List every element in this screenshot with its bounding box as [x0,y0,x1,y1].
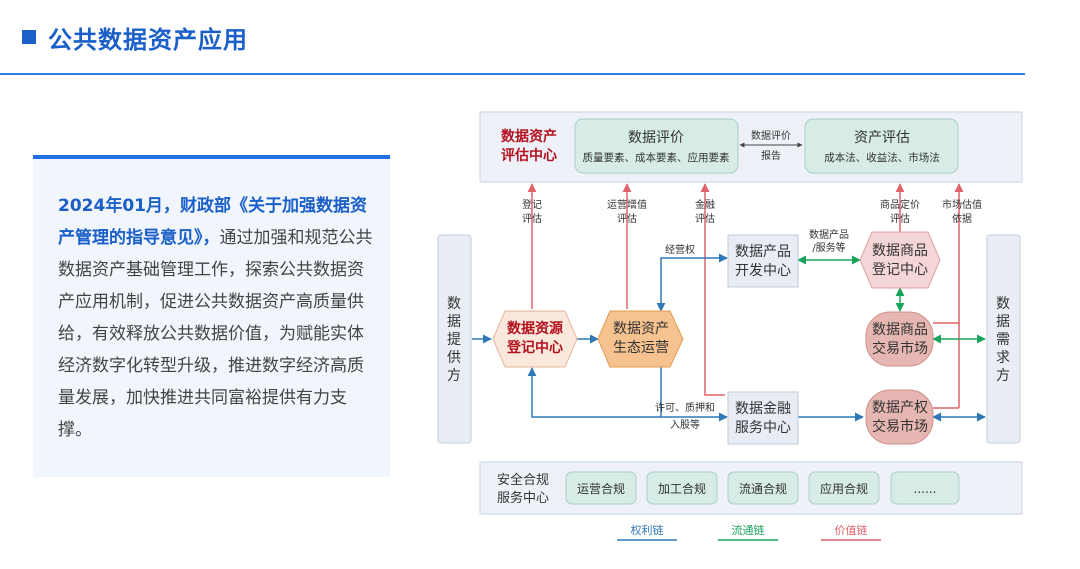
quality-eval-title: 数据评价 [628,130,684,146]
product-dev-node: 数据产品 开发中心 [727,234,799,288]
ecosystem-node: 数据资产 生态运营 [597,310,684,368]
ecosystem-label-2: 生态运营 [613,340,669,356]
compliance-title-1: 安全合规 [497,472,549,488]
pricing-eval-label-2: 评估 [890,212,910,225]
registry-label-1: 数据资源 [507,320,563,337]
goods-market-node: 数据商品 交易市场 [865,311,934,367]
property-market-label-1: 数据产权 [872,400,928,416]
eval-center-title-1: 数据资产 [501,128,557,145]
supply-char-5: 方 [447,368,461,384]
data-asset-diagram: 数据资产 评估中心 数据评价 质量要素、成本要素、应用要素 数据评价 报告 资产… [435,105,1028,547]
fin-eval-label-2: 评估 [695,212,715,225]
license-arrow [527,367,728,422]
operating-right-arrow [656,253,728,312]
license-label-1: 许可、质押和 [655,401,715,414]
compliance-item-box-4 [808,471,880,505]
goods-reg-label-2: 登记中心 [872,262,928,278]
goods-market-label-2: 交易市场 [872,340,928,357]
supply-char-2: 据 [447,314,461,330]
demand-char-1: 数 [996,296,1010,312]
finance-label-2: 服务中心 [735,420,791,436]
demand-char-2: 据 [996,314,1010,330]
goods-reg-label-1: 数据商品 [872,243,928,259]
demand-char-5: 方 [996,368,1010,384]
goods-market-label-1: 数据商品 [872,322,928,338]
compliance-item-box-3 [727,471,799,505]
ops-eval-label-1: 运营增值 [607,198,647,211]
compliance-item-4: 应用合规 [820,481,868,496]
market-basis-label-2: 依据 [952,212,972,225]
pricing-eval-label-1: 商品定价 [880,198,920,211]
page-title: 公共数据资产应用 [48,26,248,54]
register-eval-label-2: 评估 [522,212,542,225]
policy-paragraph: 2024年01月，财政部《关于加强数据资产管理的指导意见》，通过加强和规范公共数… [58,190,373,446]
registry-node: 数据资源 登记中心 [492,310,578,368]
property-market-label-2: 交易市场 [872,418,928,435]
asset-eval-node: 资产评估 成本法、收益法、市场法 [804,118,959,174]
compliance-item-5: ...... [914,482,937,496]
supply-char-3: 提 [447,332,461,348]
title-marker [22,30,36,44]
quality-eval-node: 数据评价 质量要素、成本要素、应用要素 [574,118,739,174]
finance-label-1: 数据金融 [735,401,791,417]
report-label-1: 数据评价 [751,129,791,142]
policy-text-panel: 2024年01月，财政部《关于加强数据资产管理的指导意见》，通过加强和规范公共数… [33,155,390,477]
legend: 权利链 流通链 价值链 [617,523,881,541]
operating-right-label: 经营权 [665,243,695,256]
report-label-2: 报告 [761,149,781,162]
demand-side-bar: 数 据 需 求 方 [986,234,1021,444]
policy-body: 通过加强和规范公共数据资产基础管理工作，探索公共数据资产应用机制，促进公共数据资… [58,228,373,440]
legend-label-value: 价值链 [835,523,868,537]
market-basis-label-1: 市场估值 [942,198,982,211]
ecosystem-label-1: 数据资产 [613,321,669,337]
eval-center-title-2: 评估中心 [501,147,557,164]
supply-char-4: 供 [447,350,461,366]
demand-char-4: 求 [996,350,1010,366]
property-market-node: 数据产权 交易市场 [865,389,934,445]
product-dev-label-2: 开发中心 [735,263,791,279]
panel-accent-bar [33,155,390,159]
license-label-2: 入股等 [670,418,700,431]
demand-char-3: 需 [996,332,1010,348]
compliance-item-box-1 [565,471,637,505]
compliance-item-2: 加工合规 [658,481,706,496]
finance-node: 数据金融 服务中心 [727,391,799,445]
legend-label-rights: 权利链 [631,523,664,537]
ops-eval-label-2: 评估 [617,212,637,225]
supply-char-1: 数 [447,296,461,312]
compliance-item-3: 流通合规 [739,481,787,496]
compliance-item-box-2 [646,471,718,505]
policy-highlight: 2024年01月，财政部《关于加强数据资产管理的指导意见》， [58,196,367,248]
registry-label-2: 登记中心 [506,339,563,356]
asset-eval-sub: 成本法、收益法、市场法 [824,151,940,164]
fin-eval-label-1: 金融 [695,198,715,211]
compliance-item-box-5 [890,471,960,505]
asset-eval-title: 资产评估 [854,130,910,146]
register-eval-label-1: 登记 [522,198,542,211]
goods-reg-node: 数据商品 登记中心 [859,231,941,289]
header-divider [0,73,1025,75]
product-dev-label-1: 数据产品 [735,244,791,260]
supply-side-bar: 数 据 提 供 方 [437,234,472,444]
compliance-title-2: 服务中心 [497,490,549,506]
products-services-label-2: /服务等 [812,241,845,254]
legend-label-flow: 流通链 [732,523,765,537]
compliance-box: 安全合规 服务中心 运营合规 加工合规 流通合规 应用合规 ...... [479,461,1023,515]
compliance-item-1: 运营合规 [577,481,625,496]
products-services-label-1: 数据产品 [809,228,849,241]
quality-eval-sub: 质量要素、成本要素、应用要素 [583,151,730,164]
